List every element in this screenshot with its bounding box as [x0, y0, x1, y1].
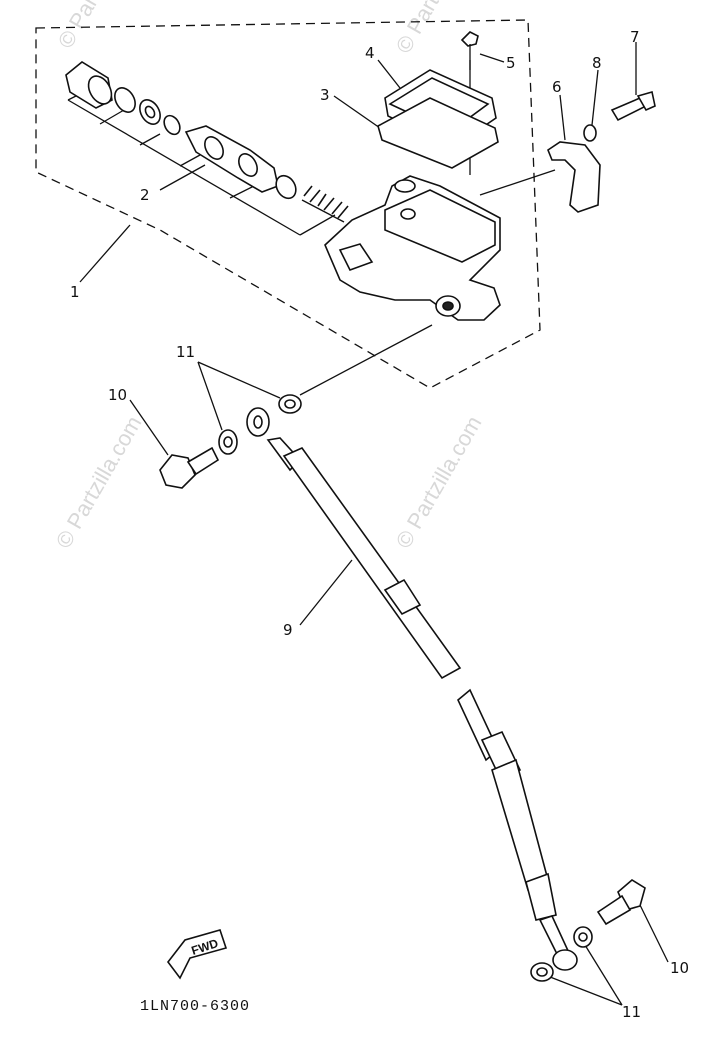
reservoir-cover — [377, 31, 499, 169]
callout-10-upper: 10 — [108, 386, 127, 404]
diagram-code: 1LN700-6300 — [140, 998, 250, 1015]
callout-4: 4 — [365, 44, 375, 62]
callout-6: 6 — [552, 78, 562, 96]
callout-11-upper: 11 — [176, 343, 195, 361]
handlebar-clamp — [547, 90, 656, 213]
callout-11-lower: 11 — [622, 1003, 641, 1021]
callout-1: 1 — [70, 283, 80, 301]
callout-5: 5 — [506, 54, 516, 72]
watermark-2: © Partzilla.com — [391, 0, 487, 58]
callout-3: 3 — [320, 86, 330, 104]
master-cylinder-body — [324, 175, 501, 321]
upper-banjo — [159, 394, 302, 489]
callout-7: 7 — [630, 28, 640, 46]
piston-kit — [65, 61, 349, 223]
brake-hose — [266, 437, 593, 982]
fwd-arrow-icon: FWD — [166, 929, 228, 980]
callouts: 1 2 3 4 5 6 7 8 9 10 10 11 11 — [70, 28, 689, 1021]
lower-banjo — [596, 879, 646, 926]
callout-8: 8 — [592, 54, 602, 72]
callout-2: 2 — [140, 186, 150, 204]
callout-9: 9 — [283, 621, 293, 639]
callout-10-lower: 10 — [670, 959, 689, 977]
watermark-4: © Partzilla.com — [391, 412, 487, 553]
watermark-3: © Partzilla.com — [51, 412, 147, 553]
